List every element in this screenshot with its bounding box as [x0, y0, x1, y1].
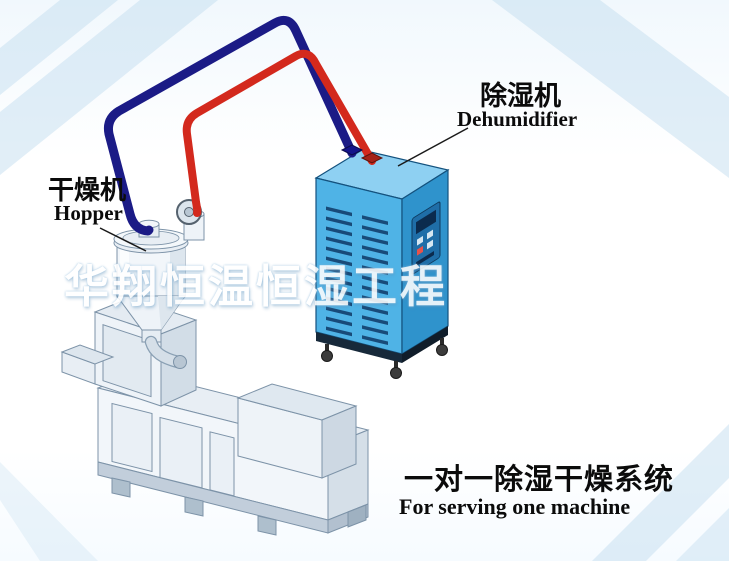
corner-stripe	[676, 508, 729, 561]
dryer-label-zh: 干燥机	[48, 176, 127, 206]
hopper-leader-line	[99, 227, 147, 252]
caption-en: For serving one machine	[399, 494, 631, 519]
corner-stripe	[0, 0, 218, 175]
corner-stripe	[0, 462, 98, 561]
control-vent	[416, 251, 434, 267]
cabinet-base-front	[316, 332, 402, 363]
leader-lines	[99, 127, 469, 252]
molding-machine	[60, 297, 370, 536]
dehumidifier-unit	[314, 149, 450, 379]
corner-stripe	[492, 0, 729, 178]
door-panel	[159, 416, 203, 489]
dehumidifier-label-zh: 除湿机	[480, 81, 561, 112]
control-button	[427, 229, 433, 240]
corner-stripe	[0, 0, 118, 95]
door-panel	[209, 431, 235, 497]
supply-air-pipe	[182, 49, 376, 217]
dryer-label-en: Hopper	[54, 201, 123, 225]
dehumidifier-label-en: Dehumidifier	[457, 107, 578, 131]
supply-pipe-fitting	[360, 152, 384, 164]
hopper-cone-shade	[158, 296, 185, 330]
control-button	[417, 245, 423, 256]
cabinet-base-side	[402, 326, 448, 363]
return-pipe-fitting	[340, 144, 364, 156]
feed-flange	[173, 355, 187, 369]
air-pipes	[104, 15, 376, 236]
control-button	[417, 235, 423, 246]
dehumidifier-leader-line	[397, 127, 469, 167]
machine-housing-end	[321, 405, 357, 479]
return-air-pipe	[104, 15, 357, 236]
machine-feet	[111, 477, 367, 536]
caption-zh: 一对一除湿干燥系统	[404, 462, 675, 496]
corner-stripe	[592, 424, 729, 561]
machine-step-top	[60, 344, 115, 365]
hopper-highlight	[120, 248, 129, 296]
machine-door-panels	[111, 402, 235, 497]
control-display	[416, 209, 436, 235]
door-panel	[111, 402, 153, 473]
pipe-fittings	[340, 144, 384, 164]
cabinet-vents	[326, 206, 388, 346]
casters	[321, 338, 448, 379]
hopper-shade	[170, 248, 185, 296]
tower-panel	[102, 323, 152, 398]
control-button	[427, 239, 433, 250]
control-panel	[411, 201, 441, 275]
loader-blower-hub	[184, 207, 194, 217]
